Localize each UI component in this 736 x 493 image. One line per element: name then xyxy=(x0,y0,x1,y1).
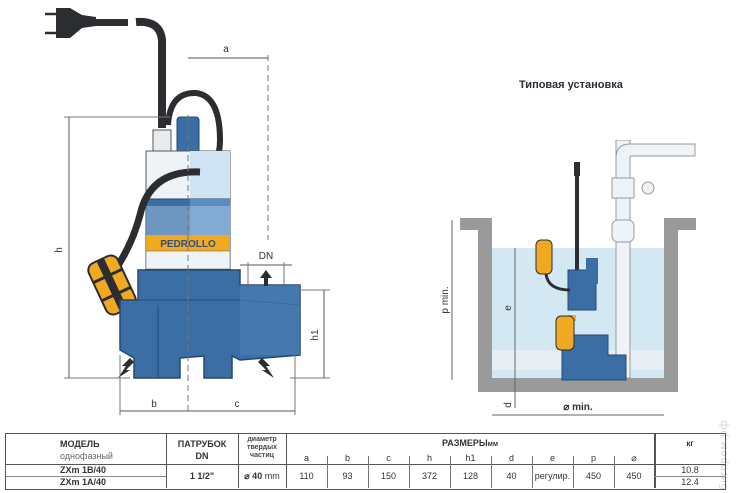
header-dimensions: РАЗМЕРЫмм xyxy=(286,438,654,448)
row-dim-h1: 128 xyxy=(462,471,479,481)
row-solids-value: ⌀ 40 xyxy=(244,471,263,481)
inflow-arrow-icon xyxy=(258,358,274,378)
row-dim-h: 372 xyxy=(421,471,438,481)
dim-label-c: c xyxy=(235,399,240,410)
row-dim-diameter: 450 xyxy=(626,471,642,481)
header-dim-diameter: ⌀ xyxy=(631,453,637,463)
header-solids-1: диаметр xyxy=(247,436,277,443)
dim-label-e: e xyxy=(503,305,514,311)
outflow-arrow-icon xyxy=(260,270,272,286)
row-solids-unit: mm xyxy=(264,471,280,481)
header-solids-3: частиц xyxy=(250,452,274,459)
inflow-arrow-icon xyxy=(118,358,134,378)
header-dim-d: d xyxy=(508,453,514,463)
row-dim-c: 150 xyxy=(380,471,397,481)
row-model: ZXm 1A/40 xyxy=(60,477,107,487)
row-dim-d: 40 xyxy=(506,471,517,481)
header-dim-h1: h1 xyxy=(465,453,476,463)
header-dim-c: c xyxy=(386,453,391,463)
header-dimensions-unit: мм xyxy=(487,441,499,448)
dim-label-diameter-min: ⌀ min. xyxy=(563,402,593,413)
header-solids-2: твердых xyxy=(247,444,277,451)
header-model: МОДЕЛЬ xyxy=(60,439,100,449)
dim-label-a: a xyxy=(223,44,229,55)
power-plug-icon xyxy=(574,162,580,176)
row-dim-e: регулир. xyxy=(534,471,571,481)
spec-table: МОДЕЛЬ однофазный ПАТРУБОК DN диаметр тв… xyxy=(5,433,726,490)
power-plug-icon xyxy=(45,8,128,38)
row-dim-b: 93 xyxy=(342,471,353,481)
dim-label-d: d xyxy=(503,402,514,408)
dim-label-dn: DN xyxy=(259,251,273,262)
header-dim-e: e xyxy=(549,453,555,463)
header-outlet: ПАТРУБОК xyxy=(177,439,227,449)
installation-drawing: p min. e d ⌀ min. xyxy=(440,140,696,416)
row-weight: 10.8 xyxy=(681,465,699,475)
header-weight: кг xyxy=(686,439,694,448)
header-dim-h: h xyxy=(426,453,432,463)
header-dim-a: a xyxy=(303,453,309,463)
header-outlet-sub: DN xyxy=(195,451,209,461)
header-dim-p: p xyxy=(590,453,596,463)
row-dim-p: 450 xyxy=(585,471,602,481)
header-model-sub: однофазный xyxy=(60,451,113,461)
header-dim-b: b xyxy=(344,453,350,463)
dim-label-p-min: p min. xyxy=(440,286,451,313)
dim-label-b: b xyxy=(151,399,157,410)
power-cable xyxy=(135,17,166,128)
pump-dimension-drawing: PEDROLLO a h h1 DN b c xyxy=(45,8,330,415)
installation-title: Типовая установка xyxy=(519,79,623,91)
dim-label-h1: h1 xyxy=(310,329,321,341)
row-model: ZXm 1B/40 xyxy=(60,465,107,475)
row-outlet: 1 1/2" xyxy=(189,471,215,481)
header-dimensions-label: РАЗМЕРЫ xyxy=(441,438,488,448)
brand-label: PEDROLLO xyxy=(160,239,216,250)
row-dim-a: 110 xyxy=(299,471,314,481)
row-solids: ⌀ 40 mm xyxy=(238,471,286,482)
row-weight: 12.4 xyxy=(681,477,699,487)
dim-label-h: h xyxy=(54,247,65,253)
